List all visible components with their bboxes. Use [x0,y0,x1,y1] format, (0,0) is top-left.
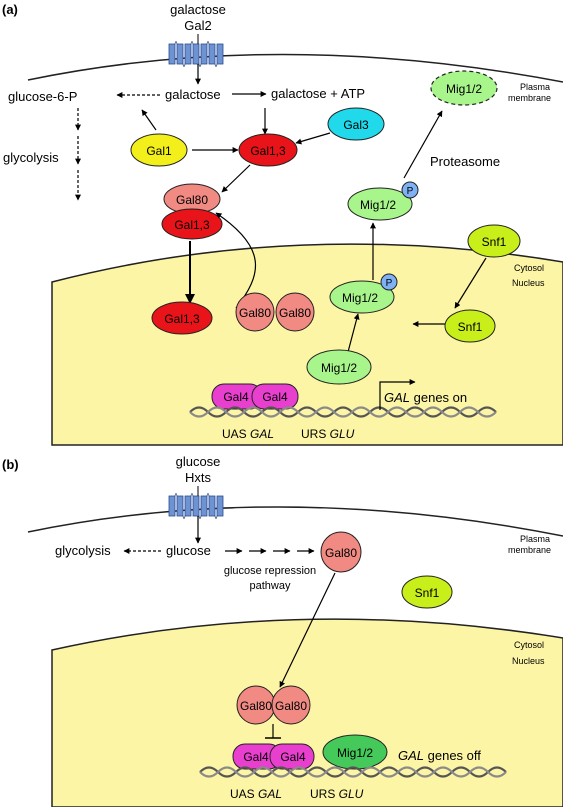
panel-a-uas-italic: GAL [250,427,274,441]
panel-b: (b) glucose Hxts Plasma membrane Cytosol… [2,454,563,807]
panel-a-urs-text: URS [301,427,330,441]
glycolysis-label-a: glycolysis [3,150,59,165]
panel-a-plasma-membrane [27,53,563,83]
panel-a-transporter-label: Gal2 [184,18,211,33]
panel-a-genes-state: GAL genes on [384,390,467,405]
phospho-cyto-label: P [407,186,414,197]
panel-a-genes-italic: GAL [384,390,410,405]
gal80-cyto-label: Gal80 [325,546,357,560]
gal80-cyto-protein [320,531,362,573]
mig-degraded-label: Mig1/2 [446,82,482,96]
panel-b-sugar-label: glucose [176,454,221,469]
phospho-nuc-label: P [386,278,393,289]
mig-p-cyto-protein [347,187,413,221]
snf1-cyto-label: Snf1 [482,235,507,249]
mig-p-nuc-label: Mig1/2 [342,291,378,305]
mig-nuc-label: Mig1/2 [321,361,357,375]
gal13-nuc-label: Gal1,3 [164,312,200,326]
gal80-b-left-label: Gal80 [240,699,272,713]
galactose-atp-label: galactose + ATP [271,86,365,101]
glucose-inside-label: glucose [166,543,211,558]
panel-a-cytosol-label: Cytosol [514,263,544,273]
galactose-inside-label: galactose [165,87,221,102]
phospho-nuc-icon [380,273,398,291]
snf1-b-label: Snf1 [415,586,440,600]
panel-b-genes-state: GAL genes off [398,748,481,763]
panel-a-transporter-icon [168,41,224,67]
gal80-complex-label: Gal80 [176,193,208,207]
gal80-right-label: Gal80 [279,306,311,320]
panel-b-transporter-label: Hxts [185,470,212,485]
mig-b-protein [322,734,388,770]
panel-b-genes-state-text: genes off [424,748,481,763]
proteasome-label: Proteasome [430,154,500,169]
panel-a-plasma-label-1: Plasma [520,82,550,92]
panel-a: (a) galactose Gal2 Plasma membrane Cytos… [2,2,563,446]
snf1-cyto-protein [467,224,521,258]
panel-a-tss-arrow [379,379,416,410]
gal3-protein [327,107,385,141]
gal13-complex-label: Gal1,3 [174,218,210,232]
gal80-right-protein [275,292,315,332]
gal1-protein [130,133,188,167]
panel-b-transporter-icon [168,493,224,519]
gal13-cyto-protein [238,133,298,167]
panel-a-nucleus [51,243,563,446]
gal80-left-protein [235,292,275,332]
gal4-b-right-label: Gal4 [280,750,306,764]
snf1-b-protein [401,575,453,609]
mig-nuc-protein [306,349,372,385]
panel-b-urs-label: URS GLU [310,787,364,801]
panel-a-plasma-label-2: membrane [508,93,551,103]
gal4-b-left-label: Gal4 [243,750,269,764]
mig-p-nuc-protein [329,280,395,314]
mig-degraded-protein [430,70,498,106]
snf1-nuc-protein [444,309,496,343]
gal80-left-label: Gal80 [239,306,271,320]
panel-a-uas-label: UAS GAL [222,427,274,441]
panel-b-cytosol-label: Cytosol [514,640,544,650]
panel-b-uas-italic: GAL [258,787,282,801]
panel-a-tag: (a) [2,2,18,17]
glucose-6-p-label: glucose-6-P [8,89,77,104]
gal4-right-label: Gal4 [262,390,288,404]
gal13-complex-protein [161,208,223,240]
gal80-b-right-label: Gal80 [275,699,307,713]
panel-a-uas-text: UAS [222,427,250,441]
gal13-nuc-protein [151,301,213,335]
panel-b-plasma-membrane [27,506,563,537]
panel-a-sugar-label: galactose [170,2,226,17]
gal3-label: Gal3 [343,118,369,132]
panel-b-tag: (b) [2,457,19,472]
glycolysis-label-b: glycolysis [55,543,111,558]
panel-b-uas-label: UAS GAL [230,787,282,801]
pathway-label-1: glucose repression [224,565,316,577]
panel-b-nucleus-label: Nucleus [512,656,545,666]
panel-b-urs-italic: GLU [339,787,364,801]
panel-b-plasma-label-2: membrane [508,545,551,555]
gal13-cyto-label: Gal1,3 [250,144,286,158]
pathway-label-2: pathway [250,580,291,592]
gal4-left-label: Gal4 [223,390,249,404]
panel-b-uas-text: UAS [230,787,258,801]
panel-a-genes-state-text: genes on [410,390,467,405]
panel-b-plasma-label-1: Plasma [520,534,550,544]
panel-a-urs-label: URS GLU [301,427,355,441]
panel-b-urs-text: URS [310,787,339,801]
mig-b-label: Mig1/2 [337,746,373,760]
mig-p-cyto-label: Mig1/2 [360,198,396,212]
gal1-label: Gal1 [146,144,172,158]
snf1-nuc-label: Snf1 [458,320,483,334]
panel-b-genes-italic: GAL [398,748,424,763]
gal80-b-right-protein [271,685,311,725]
panel-a-urs-italic: GLU [330,427,355,441]
phospho-cyto-icon [401,181,419,199]
panel-a-nucleus-label: Nucleus [512,278,545,288]
